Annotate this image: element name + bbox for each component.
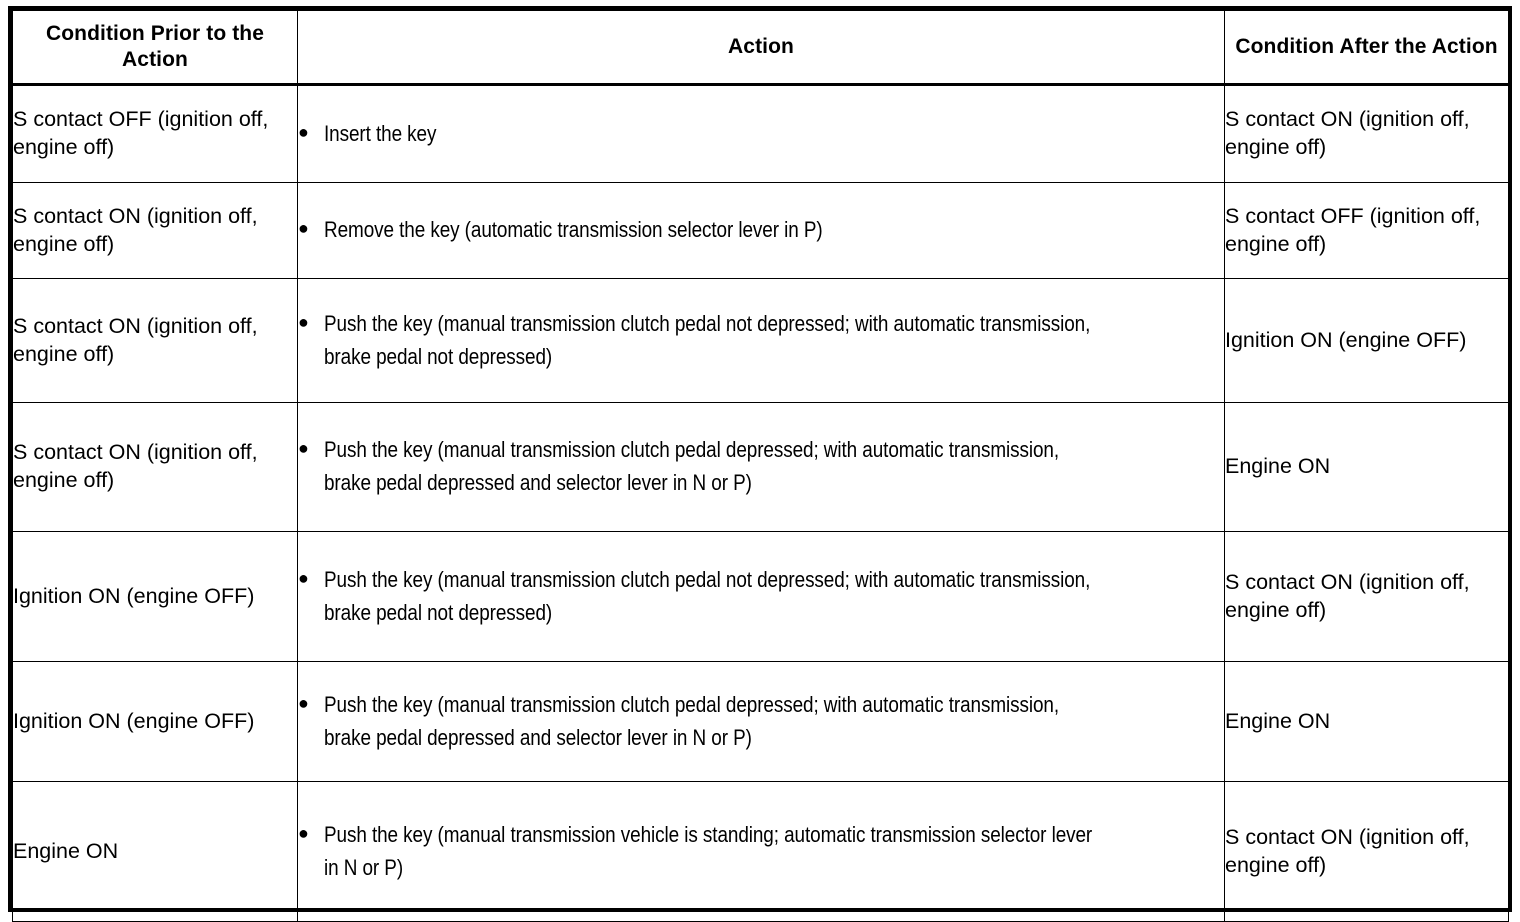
cell-condition-prior: Engine ON [12, 781, 298, 922]
cell-condition-after: S contact ON (ignition off, engine off) [1224, 531, 1509, 662]
table-header: Condition Prior to the Action Action Con… [12, 10, 1509, 86]
action-list-item: ● Push the key (manual transmission clut… [298, 689, 1224, 754]
table-row: S contact ON (ignition off, engine off) … [12, 182, 1509, 279]
cell-action: ● Push the key (manual transmission vehi… [297, 781, 1225, 922]
bullet-icon: ● [298, 311, 309, 332]
cell-action: ● Push the key (manual transmission clut… [297, 661, 1225, 782]
cell-condition-after: Engine ON [1224, 661, 1509, 782]
cell-condition-after: Ignition ON (engine OFF) [1224, 278, 1509, 403]
action-text: Insert the key [324, 120, 437, 146]
cell-condition-after: S contact OFF (ignition off, engine off) [1224, 182, 1509, 279]
table-body: S contact OFF (ignition off, engine off)… [12, 84, 1509, 922]
table-row: S contact OFF (ignition off, engine off)… [12, 84, 1509, 183]
action-list-item: ● Push the key (manual transmission clut… [298, 308, 1224, 373]
cell-condition-prior: S contact ON (ignition off, engine off) [12, 402, 298, 532]
table-header-row: Condition Prior to the Action Action Con… [12, 10, 1509, 86]
action-list-item: ● Push the key (manual transmission clut… [298, 434, 1224, 499]
action-text: Remove the key (automatic transmission s… [324, 217, 823, 243]
cell-action: ● Insert the key [297, 84, 1225, 183]
cell-action: ● Push the key (manual transmission clut… [297, 531, 1225, 662]
bullet-icon: ● [298, 438, 309, 459]
action-text: Push the key (manual transmission clutch… [324, 566, 1091, 625]
cell-condition-prior: Ignition ON (engine OFF) [12, 531, 298, 662]
action-list-item: ● Push the key (manual transmission vehi… [298, 819, 1224, 884]
cell-condition-after: Engine ON [1224, 402, 1509, 532]
bullet-icon: ● [298, 121, 309, 142]
cell-condition-after: S contact ON (ignition off, engine off) [1224, 781, 1509, 922]
bullet-icon: ● [298, 692, 309, 713]
action-text: Push the key (manual transmission vehicl… [324, 821, 1093, 880]
cell-condition-prior: Ignition ON (engine OFF) [12, 661, 298, 782]
cell-condition-prior: S contact ON (ignition off, engine off) [12, 278, 298, 403]
action-text: Push the key (manual transmission clutch… [324, 310, 1091, 369]
action-list-item: ● Insert the key [298, 118, 1224, 151]
table-row: S contact ON (ignition off, engine off) … [12, 402, 1509, 532]
table-row: Ignition ON (engine OFF) ● Push the key … [12, 661, 1509, 782]
bullet-icon: ● [298, 218, 309, 239]
cell-condition-after: S contact ON (ignition off, engine off) [1224, 84, 1509, 183]
action-list-item: ● Push the key (manual transmission clut… [298, 564, 1224, 629]
action-list-item: ● Remove the key (automatic transmission… [298, 214, 1224, 247]
cell-condition-prior: S contact ON (ignition off, engine off) [12, 182, 298, 279]
table-row: S contact ON (ignition off, engine off) … [12, 278, 1509, 403]
cell-action: ● Push the key (manual transmission clut… [297, 402, 1225, 532]
bullet-icon: ● [298, 822, 309, 843]
table-row: Engine ON ● Push the key (manual transmi… [12, 781, 1509, 922]
action-text: Push the key (manual transmission clutch… [324, 691, 1060, 750]
action-text: Push the key (manual transmission clutch… [324, 437, 1060, 495]
bullet-icon: ● [298, 567, 309, 588]
column-header-action: Action [297, 10, 1225, 86]
column-header-condition-prior: Condition Prior to the Action [12, 10, 298, 86]
state-transition-table: Condition Prior to the Action Action Con… [12, 10, 1509, 922]
table-row: Ignition ON (engine OFF) ● Push the key … [12, 531, 1509, 662]
cell-action: ● Remove the key (automatic transmission… [297, 182, 1225, 279]
cell-action: ● Push the key (manual transmission clut… [297, 278, 1225, 403]
cell-condition-prior: S contact OFF (ignition off, engine off) [12, 84, 298, 183]
column-header-condition-after: Condition After the Action [1224, 10, 1509, 86]
state-transition-table-container: Condition Prior to the Action Action Con… [8, 6, 1512, 922]
